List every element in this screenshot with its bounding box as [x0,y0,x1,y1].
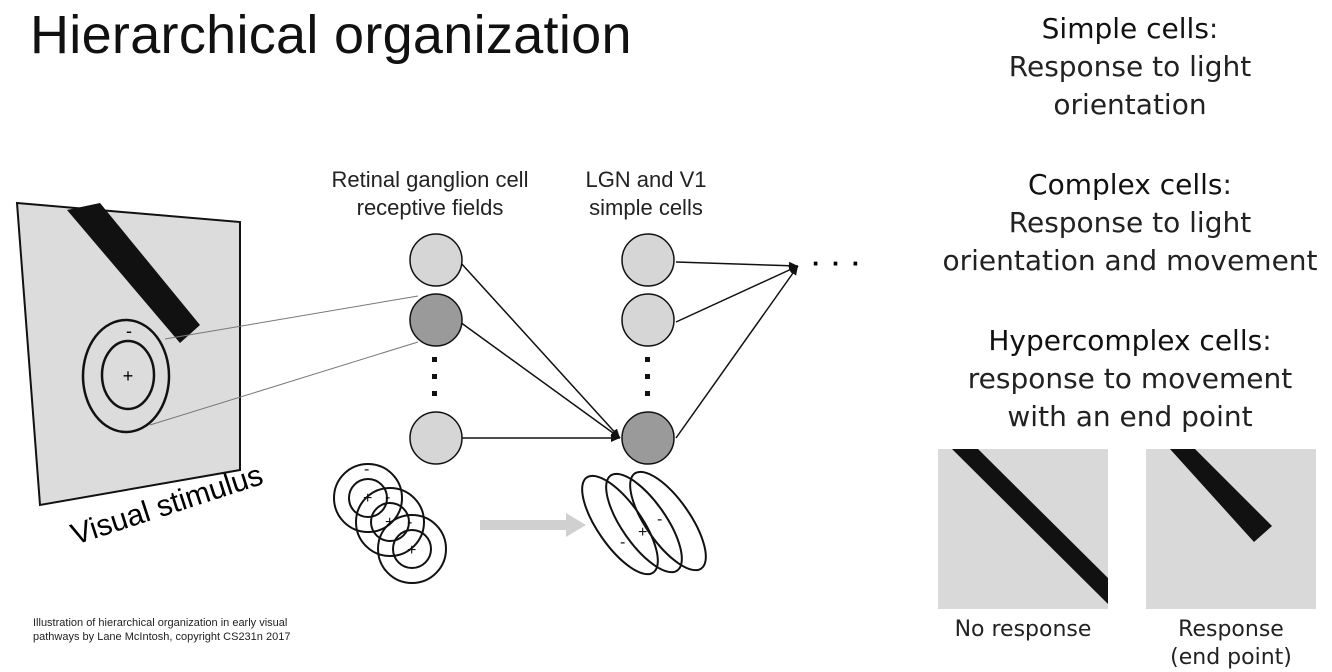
field-signs: + + + - - - [363,461,416,559]
svg-text:+: + [407,542,416,559]
visual-stimulus-panel: + - Visual stimulus [15,201,267,552]
receptive-field-outer [81,318,171,434]
svg-text:-: - [657,511,662,528]
lgn-label: LGN and V1 simple cells [585,167,707,220]
lgn-cell [621,233,675,287]
svg-text:+: + [385,514,394,531]
retinal-cell-active [409,293,463,347]
response-label: Response (end point) [1170,617,1292,670]
stimulus-bar [67,203,200,343]
oriented-fields [581,470,707,576]
no-response-panel [938,449,1108,609]
illustration-caption: Illustration of hierarchical organizatio… [33,617,291,643]
svg-text:-: - [620,534,625,551]
projection-line-top [164,295,419,340]
ellipsis: · · · [812,248,862,278]
response-panel [1146,449,1316,609]
retinal-dots [432,357,437,396]
receptive-field-inner [100,339,156,411]
retinal-cell [409,233,463,287]
page-title: Hierarchical organization [30,5,632,65]
svg-text:+: + [638,524,647,541]
hypercomplex-cells-block: Hypercomplex cells: response to movement… [967,324,1293,433]
retinal-cells [409,233,463,465]
projection-line-bottom [149,341,419,426]
retinal-cell [409,411,463,465]
lgn-dots [645,357,650,396]
svg-text:-: - [407,514,412,531]
no-response-label: No response [954,617,1092,642]
complex-cells-block: Complex cells: Response to light orienta… [942,168,1318,277]
lgn-cells [621,233,675,465]
svg-text:-: - [364,461,369,478]
retinal-label: Retinal ganglion cell receptive fields [331,167,529,220]
overlapping-fields [333,463,447,584]
complex-cells-heading: Complex cells [1028,168,1223,201]
oriented-signs: + - - [620,511,662,551]
plus-sign: + [123,366,134,386]
lgn-cell-active [621,411,675,465]
hypercomplex-cells-heading: Hypercomplex cells [988,324,1263,357]
simple-cells-block: Simple cells: Response to light orientat… [1008,12,1252,121]
lgn-cell [621,293,675,347]
simple-cells-heading: Simple cells [1041,12,1209,45]
transform-arrow [480,513,586,537]
connections [459,261,799,442]
svg-text:-: - [385,489,390,506]
svg-text:+: + [363,490,372,507]
minus-sign: - [126,321,132,341]
